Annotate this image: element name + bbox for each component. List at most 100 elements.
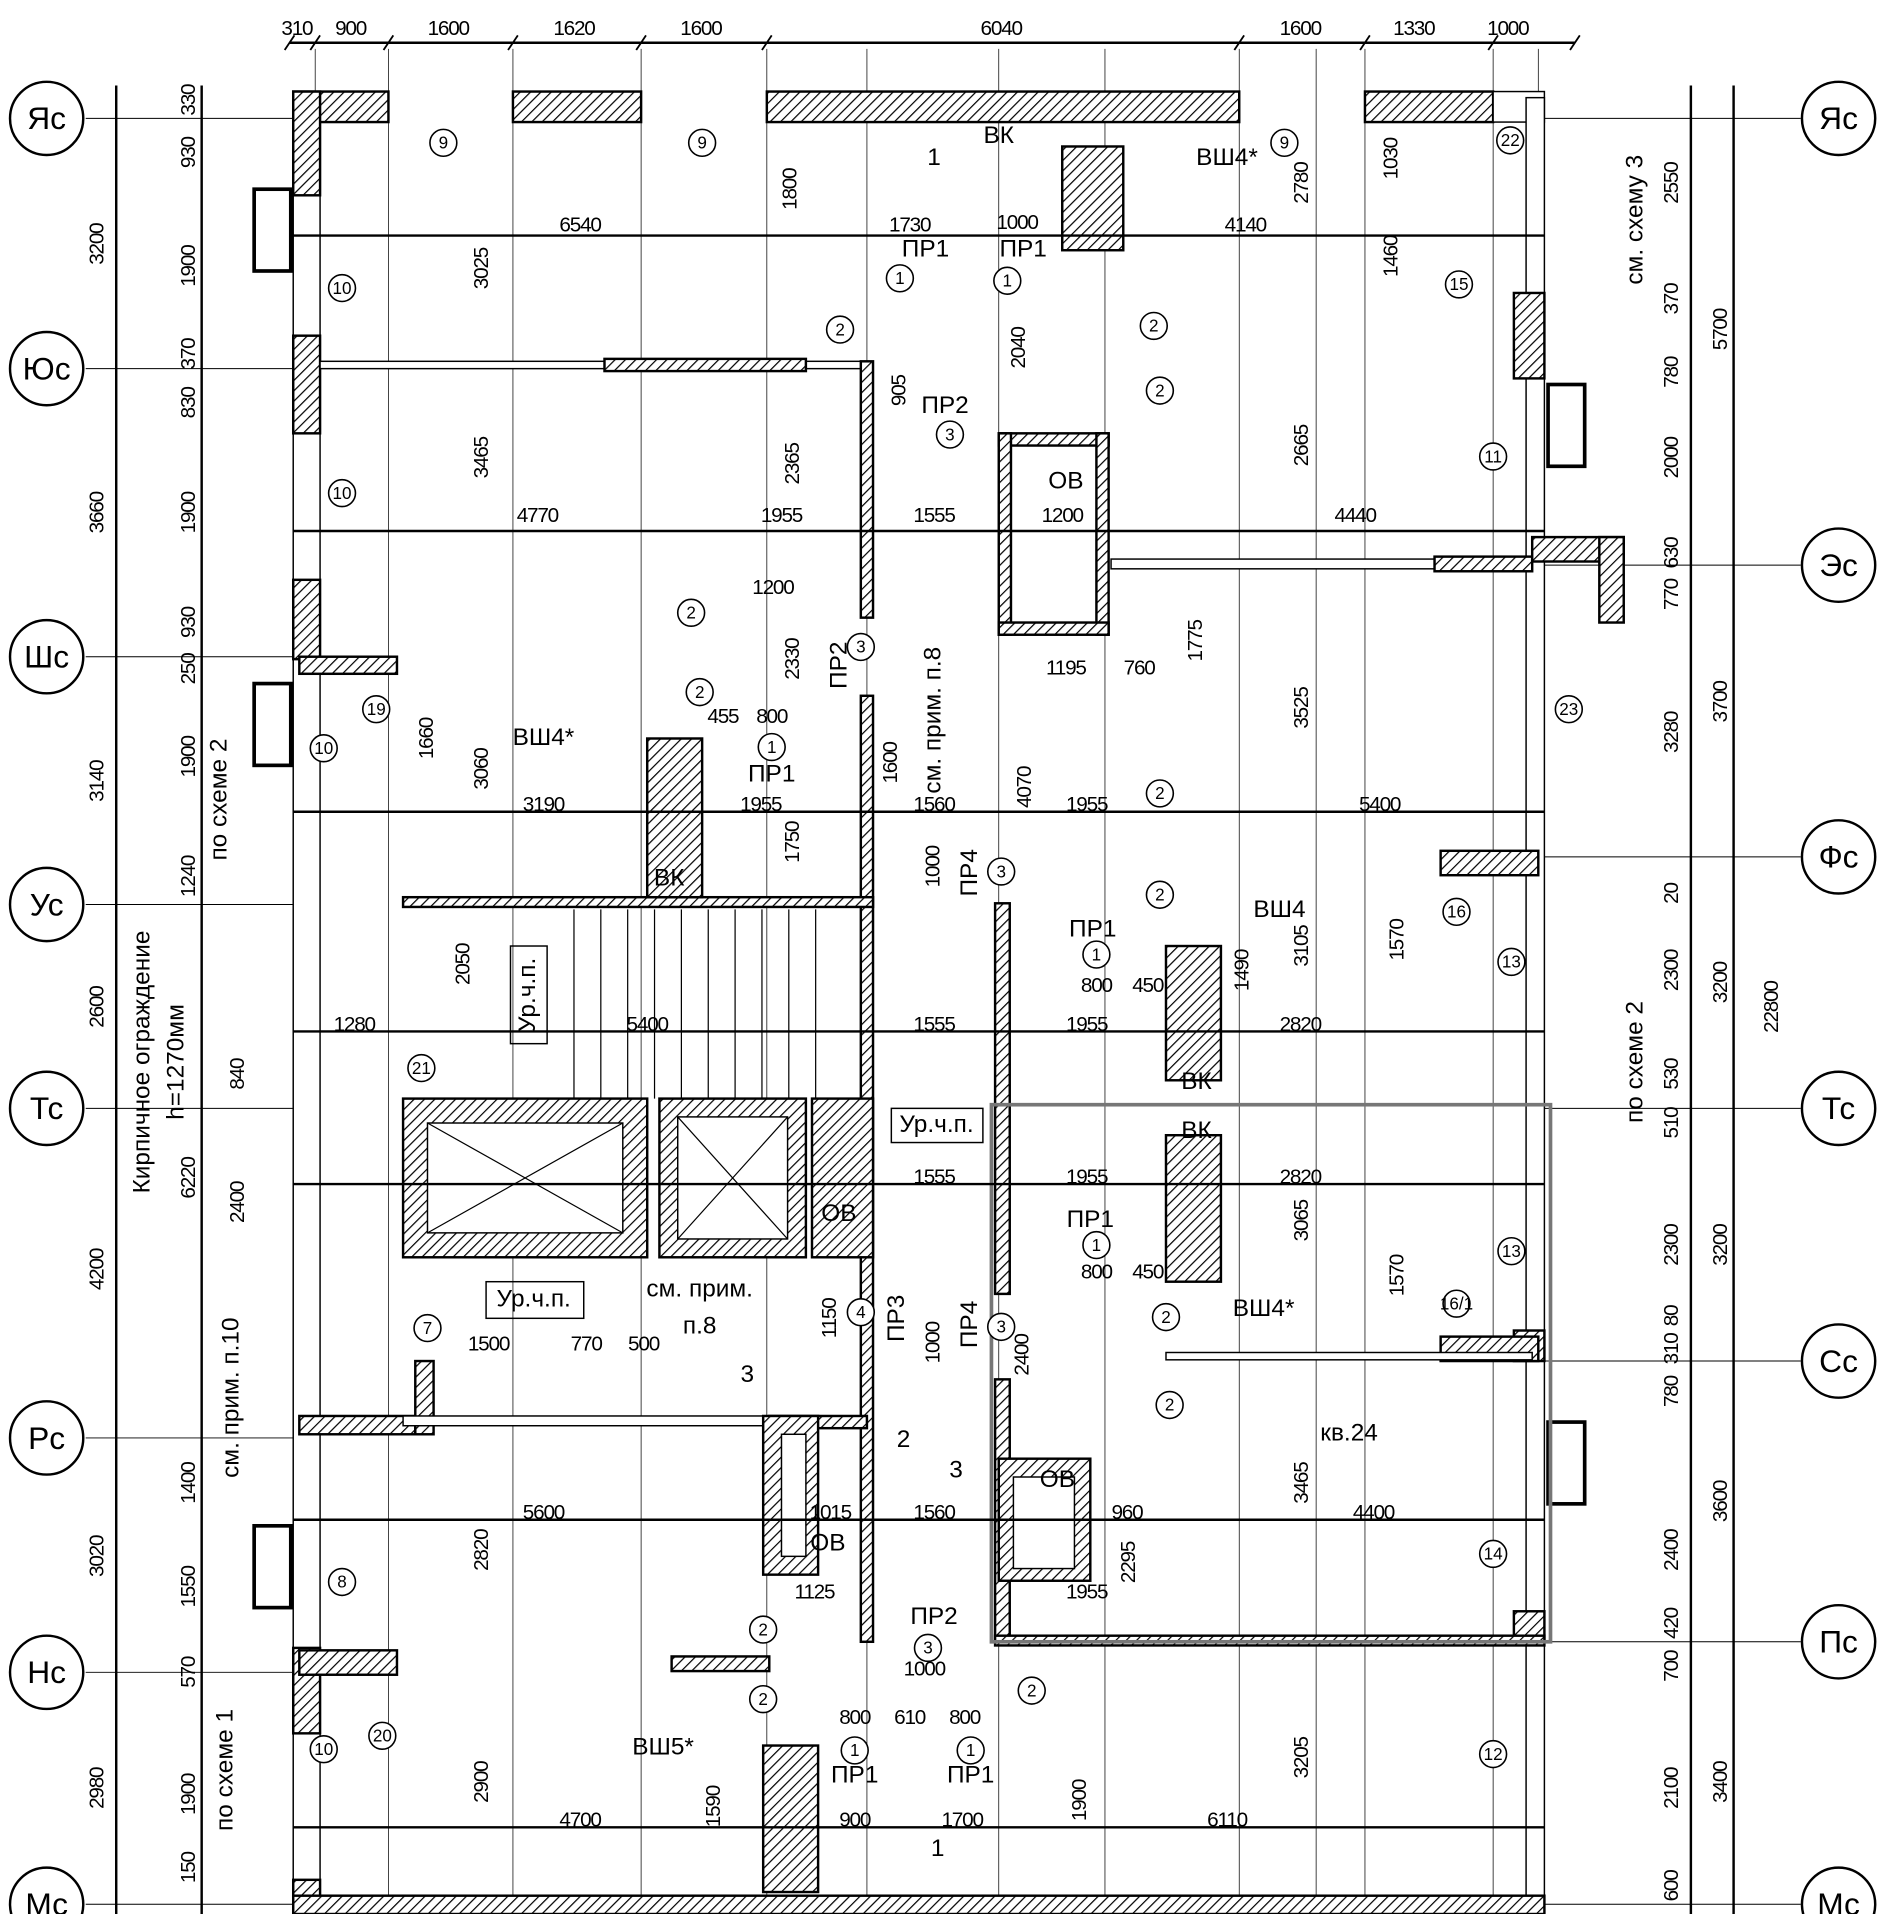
annotation-label: по схеме 2 <box>1621 1001 1648 1123</box>
marker-number: 16/1 <box>1440 1294 1473 1313</box>
level-mark-box <box>485 1280 585 1320</box>
axis-label: Яс <box>1819 100 1858 136</box>
marker-number: 2 <box>1027 1681 1037 1700</box>
wall <box>1165 1351 1533 1361</box>
right-inner-dimension: 2000 <box>1660 436 1683 478</box>
window-box <box>252 681 293 768</box>
wall-hatched <box>1164 944 1223 1082</box>
marker-circle <box>986 857 1016 886</box>
dimension-value: 1590 <box>702 1785 725 1827</box>
dimension-value: 1000 <box>996 211 1038 234</box>
dimension-value: 1955 <box>1066 1580 1108 1603</box>
marker-number: 9 <box>697 134 707 153</box>
annotation-label: ПР1 <box>947 1762 994 1789</box>
wall-hatched <box>298 1414 417 1436</box>
wall-hatched <box>997 432 1013 636</box>
annotation-label: ПР3 <box>883 1295 910 1342</box>
axis-label: Тс <box>30 1090 64 1126</box>
left-outer-dimension: 4200 <box>85 1248 108 1290</box>
dimension-value: 450 <box>1132 1261 1164 1284</box>
dimension-value: 800 <box>1081 974 1113 997</box>
grid-axes <box>8 80 1877 1914</box>
wall-hatched <box>1061 145 1125 252</box>
dimension-value: 1195 <box>1046 656 1086 679</box>
right-inner-dimension: 630 <box>1660 537 1683 569</box>
marker-circle <box>1082 940 1111 969</box>
marker-number: 2 <box>1165 1396 1175 1415</box>
elevator-cross <box>427 1122 624 1234</box>
dimension-value: 6540 <box>559 213 601 236</box>
wall-hatched <box>291 90 322 197</box>
dimension-value: 800 <box>839 1706 871 1729</box>
dimension-value: 1015 <box>810 1501 852 1524</box>
axis-bubble <box>8 80 85 157</box>
wall-hatched <box>993 902 1011 1296</box>
right-inner-dimension: 600 <box>1660 1870 1683 1902</box>
wall-hatched <box>670 1655 771 1673</box>
dimension-value: 2330 <box>781 638 804 680</box>
annotation-label: ВК <box>654 864 685 891</box>
wall-hatched <box>298 655 399 676</box>
left-outer-dimension: 2600 <box>85 986 108 1028</box>
annotation-label: ОВ <box>810 1530 845 1557</box>
marker-number: 1 <box>767 738 777 757</box>
dimension-value: 4400 <box>1353 1501 1395 1524</box>
right-inner-dimension: 2100 <box>1660 1767 1683 1809</box>
dimension-tick <box>635 34 647 51</box>
marker-number: 1 <box>1003 271 1013 290</box>
annotation-label: Ур.ч.п. <box>497 1285 571 1312</box>
wall-hatched <box>298 1649 399 1676</box>
dimension-value: 1900 <box>1068 1779 1091 1821</box>
dimension-value: 1775 <box>1184 620 1207 662</box>
marker-number: 13 <box>1502 953 1521 972</box>
annotation-label: ПР1 <box>1067 1206 1114 1233</box>
dimension-value: 1200 <box>1042 504 1084 527</box>
marker-circle <box>1444 270 1474 299</box>
marker-number: 11 <box>1484 447 1502 466</box>
marker-number: 21 <box>412 1059 431 1078</box>
right-inner-dimension: 530 <box>1660 1058 1683 1090</box>
annotation-label: 2 <box>897 1426 911 1453</box>
dimension-value: 2365 <box>781 443 804 485</box>
axis-bubble <box>1800 1603 1877 1680</box>
marker-circle <box>1554 694 1584 724</box>
wall <box>780 1433 807 1558</box>
marker-circle <box>1270 128 1299 158</box>
dimension-lines <box>115 34 1735 1914</box>
annotation-label: ПР4 <box>956 849 983 896</box>
marker-circle <box>846 632 876 662</box>
wall-hatched <box>1164 1133 1223 1283</box>
annotation-label: ПР1 <box>902 236 949 263</box>
dimension-value: 1200 <box>752 576 794 599</box>
axis-bubble <box>1800 819 1877 895</box>
dimension-value: 6110 <box>1207 1809 1247 1832</box>
marker-circle <box>368 1721 397 1751</box>
right-inner-dimension: 770 <box>1660 578 1683 610</box>
axis-bubble <box>8 1866 85 1914</box>
dimension-value: 1000 <box>922 845 945 887</box>
level-mark-box <box>890 1107 984 1144</box>
wall-hatched <box>1598 535 1625 624</box>
left-inner-dimension: 1900 <box>177 491 200 533</box>
marker-circle <box>1442 897 1471 927</box>
annotation-label: см. прим. <box>646 1276 753 1303</box>
right-outer-dimension: 3200 <box>1709 1224 1732 1266</box>
wall <box>1012 1476 1076 1570</box>
marker-number: 20 <box>373 1727 392 1746</box>
dimension-value: 3025 <box>470 247 493 289</box>
wall-hatched <box>1439 849 1540 877</box>
dimension-tick <box>1487 34 1499 51</box>
right-inner-dimension: 3280 <box>1660 711 1683 753</box>
marker-circle <box>913 1633 943 1663</box>
wall-hatched <box>761 1744 820 1894</box>
right-inner-dimension: 780 <box>1660 1375 1683 1407</box>
marker-circle <box>327 478 357 508</box>
dimension-tick <box>1233 34 1245 51</box>
axis-bubble <box>1800 1070 1877 1147</box>
dimension-value: 1555 <box>913 1013 955 1036</box>
annotation-label: ОВ <box>1048 468 1083 495</box>
dimension-value: 4700 <box>559 1809 601 1832</box>
marker-number: 10 <box>333 279 352 298</box>
marker-circle <box>1145 376 1175 405</box>
dimension-value: 5600 <box>523 1501 565 1524</box>
